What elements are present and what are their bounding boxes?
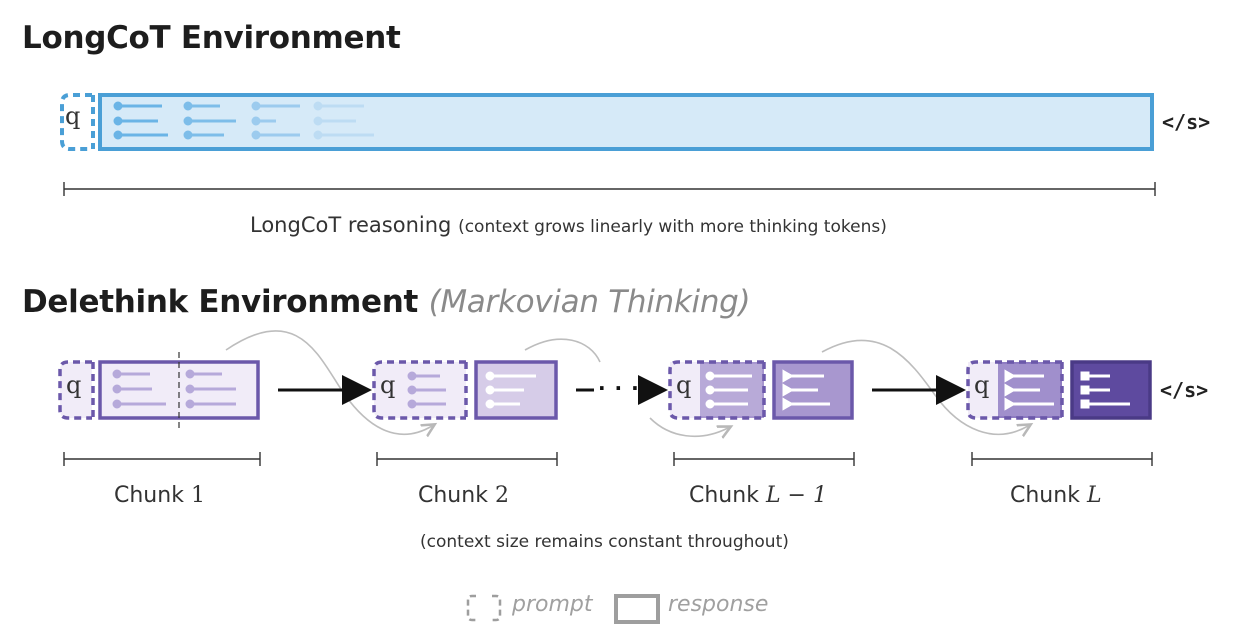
chunk-1-prompt-symbol: q (66, 371, 82, 399)
longcot-end-token: </s> (1162, 110, 1211, 134)
chunk-label-1: Chunk 1 (114, 483, 205, 508)
delethink-title: Delethink Environment (Markovian Thinkin… (22, 284, 751, 320)
chunk-label-L-text: Chunk (1010, 483, 1080, 508)
legend-prompt-label: prompt (512, 592, 593, 617)
longcot-span-bracket (63, 182, 1156, 196)
ellipsis: · · · (598, 376, 640, 400)
delethink-note: (context size remains constant throughou… (420, 532, 789, 552)
chunk-L-prompt-symbol: q (974, 371, 990, 399)
delethink-end-token: </s> (1160, 378, 1209, 402)
longcot-caption: LongCoT reasoning (context grows linearl… (250, 213, 887, 237)
chunk-label-1-index: 1 (190, 483, 205, 508)
chunk-2 (372, 360, 558, 420)
longcot-caption-note: (context grows linearly with more thinki… (458, 217, 887, 237)
chunk-1 (58, 352, 260, 428)
longcot-prompt-symbol: q (65, 102, 81, 130)
chunk-label-L-index: L (1086, 483, 1102, 508)
longcot-caption-main: LongCoT reasoning (250, 213, 452, 237)
chunk-label-L: Chunk L (1010, 483, 1102, 508)
chunk-label-2-index: 2 (494, 483, 509, 508)
longcot-prompt-box (60, 93, 95, 151)
chunk-label-2-text: Chunk (418, 483, 488, 508)
chunk-2-prompt-symbol: q (380, 371, 396, 399)
chunk-label-Lm1: Chunk L − 1 (689, 483, 827, 508)
delethink-title-main: Delethink Environment (22, 284, 419, 320)
chunk-span-brackets (63, 452, 1153, 466)
chunk-L (966, 360, 1152, 420)
longcot-response-box (98, 93, 1154, 151)
delethink-subtitle: (Markovian Thinking) (428, 284, 751, 320)
legend-prompt-icon (466, 594, 502, 622)
chunk-1-prompt (58, 360, 95, 420)
chunk-Lm1-prompt (668, 360, 766, 420)
chunk-label-Lm1-index: L − 1 (765, 483, 827, 508)
longcot-title: LongCoT Environment (22, 20, 401, 56)
legend-response-icon (614, 594, 660, 624)
chunk-label-2: Chunk 2 (418, 483, 509, 508)
legend-response-label: response (668, 592, 769, 617)
chunk-label-1-text: Chunk (114, 483, 184, 508)
chunk-L-prompt (966, 360, 1064, 420)
chunk-label-Lm1-text: Chunk (689, 483, 759, 508)
chunk-Lm1-prompt-symbol: q (676, 371, 692, 399)
longcot-token-lines (113, 101, 374, 140)
chunk-L-minus-1 (668, 360, 854, 420)
